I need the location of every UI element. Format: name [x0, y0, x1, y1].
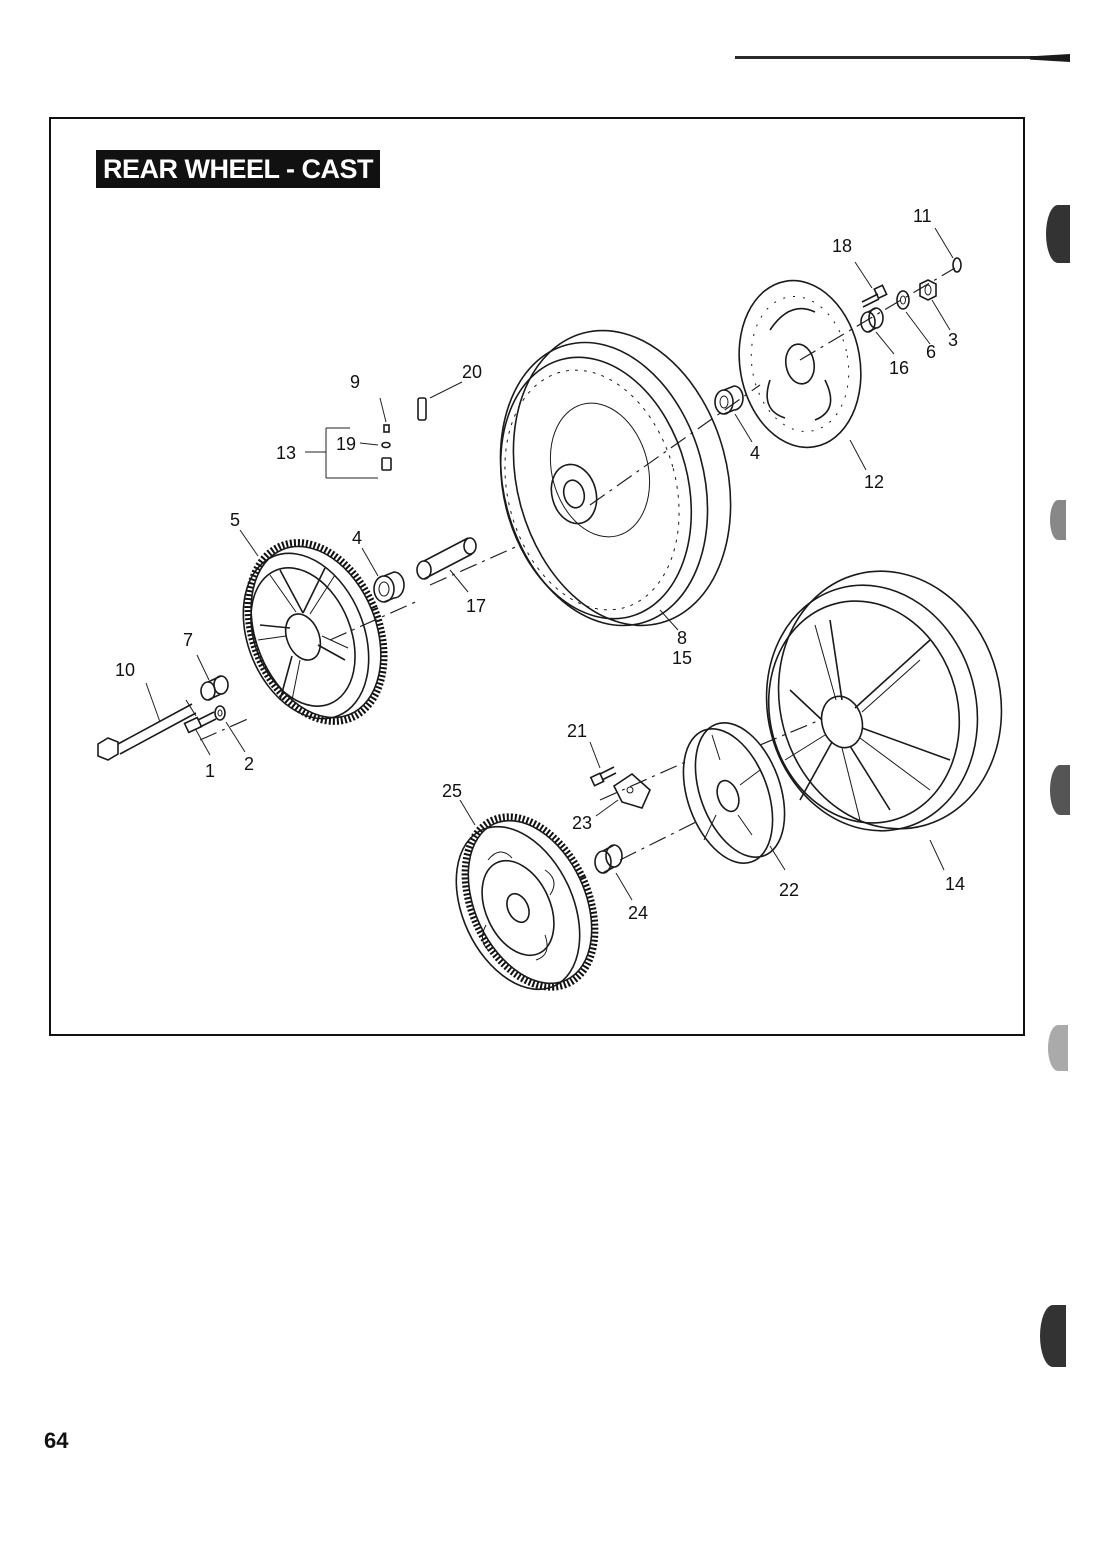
binder-hole-mark: [1040, 1305, 1066, 1367]
part-21-bolt: [589, 766, 617, 787]
callout-23: 23: [572, 813, 592, 833]
callout-14: 14: [945, 874, 965, 894]
callout-16: 16: [889, 358, 909, 378]
part-18-bolt: [861, 284, 888, 308]
page-number: 64: [44, 1428, 69, 1453]
diagram-frame: [49, 117, 1025, 1036]
part-16-spacer: [860, 307, 884, 333]
diagram-title: REAR WHEEL - CAST: [96, 150, 381, 188]
callout-13: 13: [276, 443, 296, 463]
part-7-spacer: [200, 675, 229, 701]
callout-8: 8: [677, 628, 687, 648]
callout-21: 21: [567, 721, 587, 741]
part-12-brake-rotor: [738, 279, 862, 449]
callout-24: 24: [628, 903, 648, 923]
axis-lines: [199, 267, 956, 861]
callout-2: 2: [244, 754, 254, 774]
top-rule: [735, 56, 1065, 59]
callout-11: 11: [913, 206, 932, 226]
top-rule-tip: [1030, 54, 1070, 62]
part-6-washer: [896, 290, 910, 310]
part-24-spacer: [594, 844, 623, 874]
callout-1: 1: [205, 761, 215, 781]
leader-lines: [145, 227, 954, 901]
part-3-nut: [919, 279, 937, 301]
part-13-valve-assembly: [305, 424, 392, 479]
callout-22: 22: [779, 880, 799, 900]
part-20-balance-weight: [417, 397, 427, 421]
callout-10: 10: [115, 660, 135, 680]
part-17-spacer-tube: [416, 537, 477, 580]
callout-19: 19: [336, 434, 356, 454]
callout-labels: 1 2 3 4 4 5 6 7 8 15 9 10 11 12 13 14 16…: [115, 206, 965, 923]
part-5-sprocket: [242, 539, 388, 725]
callout-17: 17: [466, 596, 486, 616]
callout-3: 3: [948, 330, 958, 350]
binder-hole-mark: [1050, 500, 1066, 540]
callout-4-left: 4: [352, 528, 362, 548]
callout-6: 6: [926, 342, 936, 362]
part-2-washer: [214, 705, 226, 721]
binder-hole-mark: [1046, 205, 1070, 263]
part-4-bearing-right: [714, 385, 744, 415]
part-4-bearing-left: [373, 571, 405, 603]
callout-5: 5: [230, 510, 240, 530]
part-14-cast-wheel: [765, 570, 1003, 832]
part-11-clip: [952, 257, 962, 273]
callout-18: 18: [832, 236, 852, 256]
callout-7: 7: [183, 630, 193, 650]
part-8-wheel: [499, 329, 732, 627]
callout-25: 25: [442, 781, 462, 801]
part-25-sprocket: [455, 813, 599, 991]
callout-4-right: 4: [750, 443, 760, 463]
binder-hole-mark: [1048, 1025, 1068, 1071]
callout-15: 15: [672, 648, 692, 668]
part-1-bolt: [183, 711, 217, 734]
callout-20: 20: [462, 362, 482, 382]
binder-hole-mark: [1050, 765, 1070, 815]
part-10-axle: [97, 699, 197, 761]
part-23-isolator: [612, 772, 651, 809]
callout-9: 9: [350, 372, 360, 392]
callout-12: 12: [864, 472, 884, 492]
part-22-hub: [682, 722, 786, 864]
